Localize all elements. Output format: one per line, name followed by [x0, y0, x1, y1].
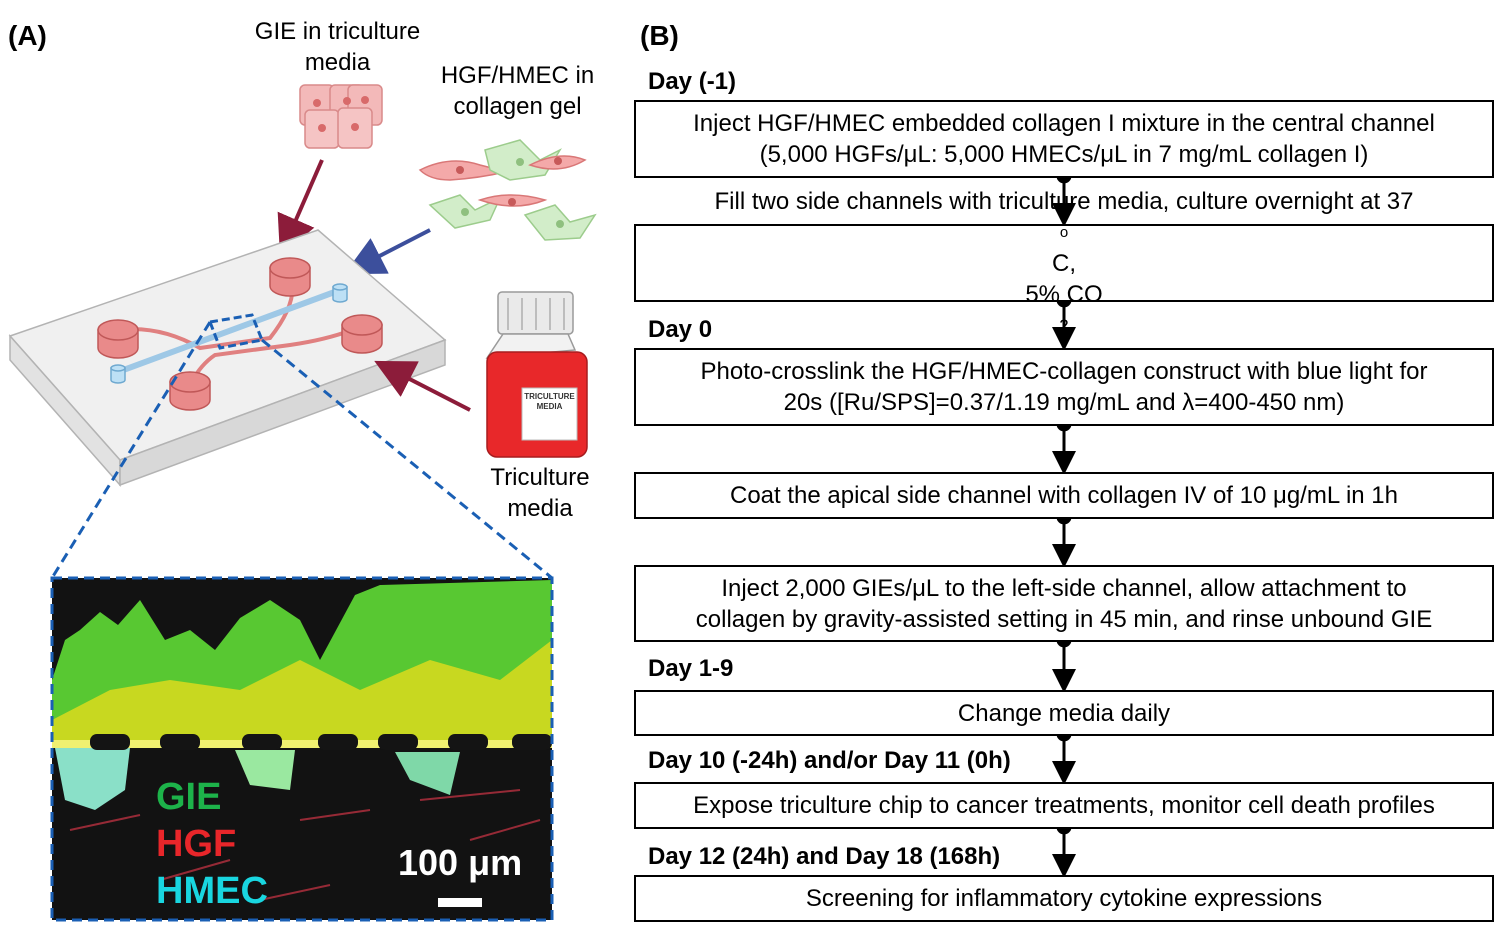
day-12-18-label: Day 12 (24h) and Day 18 (168h)	[648, 843, 1001, 870]
step-inject-hgf-hmec: Inject HGF/HMEC embedded collagen I mixt…	[634, 100, 1494, 178]
bottle-label: TRICULTURE MEDIA	[522, 392, 577, 412]
panel-a-label: (A)	[8, 20, 47, 51]
chip-illustration	[8, 84, 597, 922]
microfluidic-chip	[8, 229, 447, 487]
gie-arrow	[277, 159, 324, 257]
bottle-label-line2: MEDIA	[536, 402, 563, 411]
step-inject-gie: Inject 2,000 GIEs/μL to the left-side ch…	[634, 565, 1494, 642]
hgf-arrow	[344, 228, 431, 275]
step3-line1: Photo-crosslink the HGF/HMEC-collagen co…	[700, 358, 1428, 385]
bottle-label-line1: TRICULTURE	[524, 392, 575, 401]
legend-gie: GIE	[156, 776, 222, 818]
step5-line1: Inject 2,000 GIEs/μL to the left-side ch…	[721, 574, 1407, 602]
media-arrow	[374, 360, 471, 412]
step2-co2-sub: 2	[1059, 315, 1069, 335]
legend-hgf: HGF	[156, 823, 237, 865]
day-1-9-label: Day 1-9	[648, 655, 734, 682]
step3-line2: 20s ([Ru/SPS]=0.37/1.19 mg/mL and λ=400-…	[783, 389, 1345, 416]
step-cytokine-screening: Screening for inflammatory cytokine expr…	[634, 875, 1494, 922]
step2-line1: Fill two side channels with triculture m…	[715, 186, 1414, 279]
step6-text: Change media daily	[957, 699, 1171, 727]
legend-hmec: HMEC	[156, 870, 268, 912]
step2-text-a: Fill two side channels with triculture m…	[714, 187, 1414, 215]
hgf-hmec-label: HGF/HMEC in collagen gel	[410, 60, 625, 122]
step1-line2: (5,000 HGFs/μL: 5,000 HMECs/μL in 7 mg/m…	[759, 141, 1369, 168]
panel-b-label: (B)	[640, 20, 679, 51]
step2-line2: 5% CO 2	[1025, 279, 1102, 341]
triculture-media-label: Triculture media	[460, 462, 620, 524]
gie-label-line1: GIE in triculture	[254, 18, 421, 45]
step1-line1: Inject HGF/HMEC embedded collagen I mixt…	[693, 110, 1435, 137]
step-photo-crosslink: Photo-crosslink the HGF/HMEC-collagen co…	[634, 348, 1494, 426]
step-fill-side-channels: Fill two side channels with triculture m…	[634, 188, 1494, 335]
hgf-label-line2: collagen gel	[453, 93, 582, 120]
step5-line2: collagen by gravity-assisted setting in …	[695, 605, 1433, 633]
media-bottle-icon	[485, 291, 588, 458]
step8-text: Screening for inflammatory cytokine expr…	[805, 885, 1323, 912]
fluorescence-micrograph	[50, 576, 554, 922]
media-label-line1: Triculture	[490, 464, 590, 491]
gie-label: GIE in triculture media	[230, 16, 445, 78]
step4-text: Coat the apical side channel with collag…	[729, 482, 1398, 509]
step-coat-collagen-iv: Coat the apical side channel with collag…	[634, 472, 1494, 519]
day-minus-1-label: Day (-1)	[648, 68, 737, 95]
gie-cells-icon	[299, 84, 383, 149]
gie-label-line2: media	[304, 49, 371, 76]
step2-co2-text: 5% CO	[1025, 280, 1103, 308]
step7-text: Expose triculture chip to cancer treatme…	[693, 792, 1435, 819]
step-expose-treatments: Expose triculture chip to cancer treatme…	[634, 782, 1494, 829]
step2-degree-sup: o	[1059, 223, 1069, 241]
media-label-line2: media	[507, 495, 573, 522]
day-10-11-label: Day 10 (-24h) and/or Day 11 (0h)	[648, 747, 1011, 774]
scale-bar-label: 100 μm	[398, 842, 523, 883]
day-0-label: Day 0	[648, 316, 713, 343]
step2-text-b: C,	[1052, 249, 1076, 277]
hgf-label-line1: HGF/HMEC in	[440, 62, 595, 89]
step-change-media: Change media daily	[634, 690, 1494, 736]
hgf-hmec-cells-icon	[418, 139, 597, 241]
